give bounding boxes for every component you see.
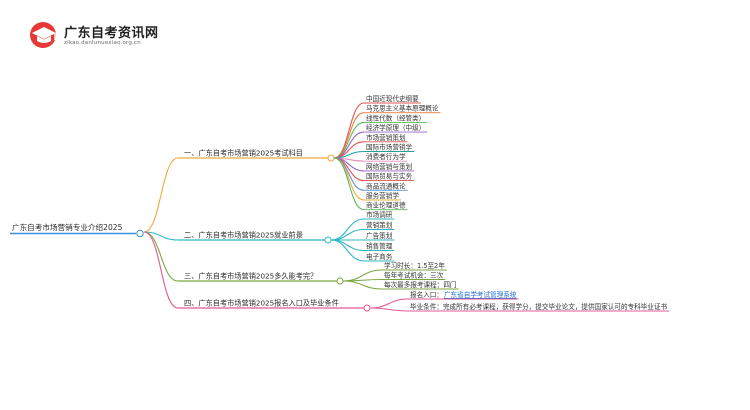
branch-label[interactable]: 四、广东自考市场营销2025报名入口及毕业条件 xyxy=(184,299,339,308)
branch-label[interactable]: 二、广东自考市场营销2025就业前景 xyxy=(184,231,303,240)
item-connector xyxy=(369,307,409,312)
leaf-label: 马克思主义基本原理概论 xyxy=(366,104,439,113)
branch-connector xyxy=(143,231,179,309)
item-connector xyxy=(330,239,365,262)
item-connector xyxy=(342,280,383,290)
leaf-label: 营销策划 xyxy=(366,221,393,230)
branch-connector xyxy=(143,231,179,241)
branch-label[interactable]: 一、广东自考市场营销2025考试科目 xyxy=(184,149,303,158)
leaf-label: 国际市场营销学 xyxy=(366,143,413,152)
collapse-toggle[interactable] xyxy=(324,236,332,244)
item-connector xyxy=(330,228,365,241)
graduation-cap-icon xyxy=(30,22,56,48)
leaf-label: 商业伦理道德 xyxy=(366,201,406,210)
item-connector xyxy=(333,121,365,159)
registration-link[interactable]: 广东省自学考试管理系统 xyxy=(444,290,517,299)
leaf-label: 每次最多报考课程：四门 xyxy=(384,280,457,289)
leaf-label: 毕业条件：完成所有必考课程，获得学分，提交毕业论文，提供国家认可的专科毕业证书 xyxy=(410,302,668,311)
leaf-label: 报名入口： xyxy=(410,290,443,299)
leaf-label: 商品流通概论 xyxy=(366,181,406,190)
leaf-label: 中国近现代史纲要 xyxy=(366,94,419,103)
leaf-label: 销售管理 xyxy=(366,242,393,251)
leaf-label: 学习时长：1.5至2年 xyxy=(384,261,445,270)
leaf-label: 服务营销学 xyxy=(366,191,399,200)
site-logo[interactable]: 广东自考资讯网 zikao.danlunuexiao.org.cn xyxy=(28,18,158,52)
item-connector xyxy=(369,298,409,309)
item-connector xyxy=(333,157,365,211)
leaf-label: 网络营销与策划 xyxy=(366,162,413,171)
leaf-label: 线性代数（经管类） xyxy=(366,113,425,122)
collapse-toggle[interactable] xyxy=(363,304,371,312)
item-connector xyxy=(330,239,365,252)
root-label: 广东自考市场营销专业介绍2025 xyxy=(12,222,123,232)
collapse-toggle[interactable] xyxy=(336,277,344,285)
item-connector xyxy=(333,112,365,159)
leaf-label: 市场营销策划 xyxy=(366,133,406,142)
root-collapse-toggle[interactable] xyxy=(136,229,144,238)
leaf-label: 消费者行为学 xyxy=(366,152,406,161)
site-url: zikao.danlunuexiao.org.cn xyxy=(64,40,141,46)
leaf-label: 经济学原理（中级） xyxy=(366,123,425,132)
leaf-label: 每年考试机会：三次 xyxy=(384,271,444,280)
branch-connector xyxy=(143,157,179,233)
leaf-label: 电子商务 xyxy=(366,252,393,261)
branch-label[interactable]: 三、广东自考市场营销2025多久能考完？ xyxy=(184,272,317,281)
leaf-label: 市场调研 xyxy=(366,210,393,219)
site-title: 广东自考资讯网 xyxy=(64,26,159,41)
collapse-toggle[interactable] xyxy=(327,154,335,162)
leaf-label: 国际贸易与实务 xyxy=(366,172,413,181)
branch-connector xyxy=(143,231,179,282)
leaf-label: 广告策划 xyxy=(366,231,393,240)
